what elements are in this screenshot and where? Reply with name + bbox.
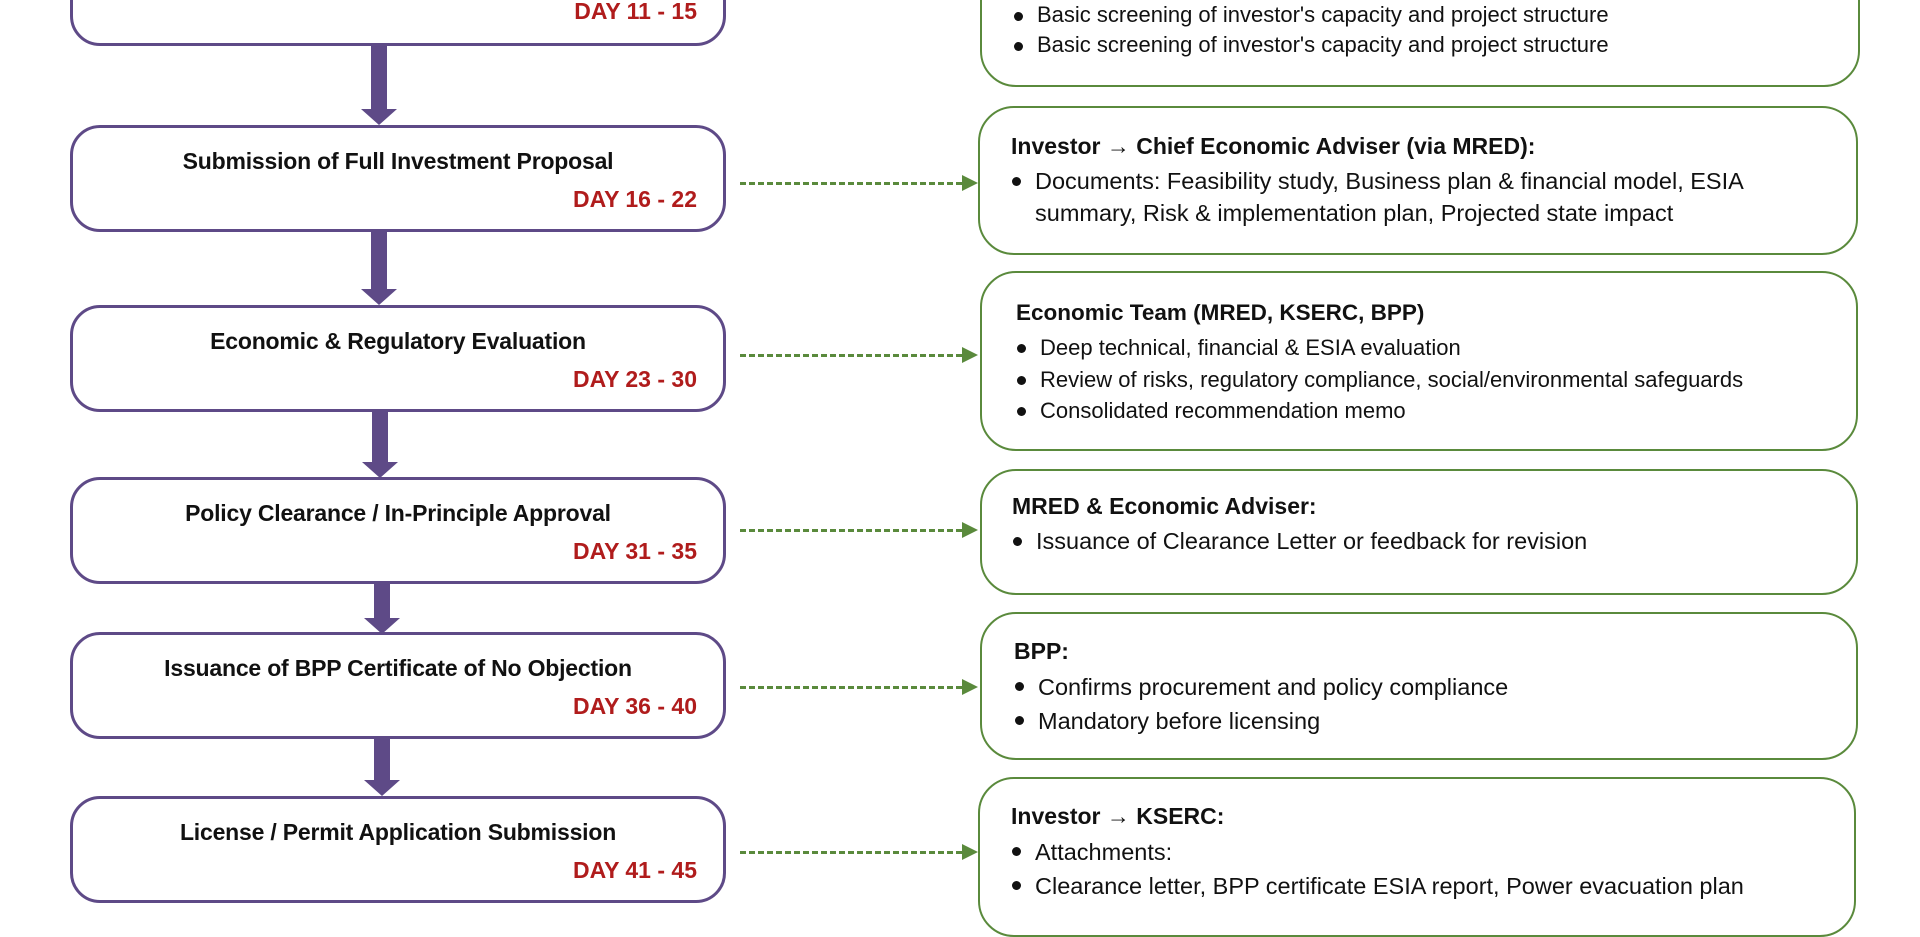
step-box-policy-clearance: Policy Clearance / In-Principle Approval… <box>70 477 726 584</box>
detail-bullet: Documents: Feasibility study, Business p… <box>1011 165 1828 229</box>
step-box-full-investment-proposal: Submission of Full Investment Proposal D… <box>70 125 726 232</box>
detail-bullets: Deep technical, financial & ESIA evaluat… <box>1016 332 1828 427</box>
down-arrow-connector <box>362 412 398 478</box>
step-day-range: DAY 31 - 35 <box>572 538 697 564</box>
step-box-license-application: License / Permit Application Submission … <box>70 796 726 903</box>
step-day-range: DAY 11 - 15 <box>574 0 697 24</box>
detail-bullets: Attachments: Clearance letter, BPP certi… <box>1011 835 1826 903</box>
detail-bullet: Basic screening of investor's capacity a… <box>1013 0 1830 30</box>
step-day-range: DAY 16 - 22 <box>572 186 697 212</box>
detail-box-economic-evaluation: Economic Team (MRED, KSERC, BPP) Deep te… <box>980 271 1858 451</box>
step-title: License / Permit Application Submission <box>179 819 617 845</box>
down-arrow-connector <box>361 46 397 125</box>
step-day-range: DAY 23 - 30 <box>572 366 697 392</box>
detail-box-policy-clearance: MRED & Economic Adviser: Issuance of Cle… <box>980 469 1858 595</box>
dashed-arrow-connector <box>740 844 978 860</box>
detail-bullets: Issuance of Clearance Letter or feedback… <box>1012 525 1828 557</box>
detail-box-screening: Basic screening of investor's capacity a… <box>980 0 1860 87</box>
process-flowchart: DAY 11 - 15 Submission of Full Investmen… <box>70 0 1860 937</box>
detail-heading: BPP: <box>1014 638 1069 664</box>
detail-bullet: Confirms procurement and policy complian… <box>1014 670 1828 704</box>
step-title: Issuance of BPP Certificate of No Object… <box>164 655 632 681</box>
detail-box-full-investment-proposal: Investor → Chief Economic Adviser (via M… <box>978 106 1858 255</box>
dashed-arrow-connector <box>740 347 978 363</box>
step-title: Policy Clearance / In-Principle Approval <box>185 500 611 526</box>
detail-bullet: Attachments: <box>1011 835 1826 869</box>
step-title: Economic & Regulatory Evaluation <box>210 328 586 354</box>
detail-box-bpp-certificate: BPP: Confirms procurement and policy com… <box>980 612 1858 760</box>
dashed-arrow-connector <box>740 522 978 538</box>
dashed-arrow-connector <box>740 679 978 695</box>
detail-bullets: Basic screening of investor's capacity a… <box>1013 0 1830 60</box>
dashed-arrow-connector <box>740 175 978 191</box>
detail-heading: Economic Team (MRED, KSERC, BPP) <box>1016 300 1425 325</box>
step-box-economic-evaluation: Economic & Regulatory Evaluation DAY 23 … <box>70 305 726 412</box>
detail-heading: MRED & Economic Adviser: <box>1012 493 1317 519</box>
detail-bullet: Deep technical, financial & ESIA evaluat… <box>1016 332 1828 364</box>
detail-bullet: Clearance letter, BPP certificate ESIA r… <box>1011 869 1826 903</box>
detail-box-license-application: Investor → KSERC: Attachments: Clearance… <box>978 777 1856 937</box>
detail-bullet: Issuance of Clearance Letter or feedback… <box>1012 525 1828 557</box>
step-box-bpp-certificate: Issuance of BPP Certificate of No Object… <box>70 632 726 739</box>
detail-bullets: Confirms procurement and policy complian… <box>1014 670 1828 738</box>
detail-bullet: Mandatory before licensing <box>1014 704 1828 738</box>
detail-heading: Investor → KSERC: <box>1011 803 1225 829</box>
step-day-range: DAY 41 - 45 <box>572 857 697 883</box>
detail-bullet: Basic screening of investor's capacity a… <box>1013 30 1830 60</box>
detail-bullets: Documents: Feasibility study, Business p… <box>1011 165 1828 229</box>
step-title: Submission of Full Investment Proposal <box>182 148 614 174</box>
step-day-range: DAY 36 - 40 <box>572 693 697 719</box>
detail-bullet: Review of risks, regulatory compliance, … <box>1016 364 1828 396</box>
detail-bullet: Consolidated recommendation memo <box>1016 395 1828 427</box>
down-arrow-connector <box>361 232 397 305</box>
down-arrow-connector <box>364 581 400 634</box>
detail-heading: Investor → Chief Economic Adviser (via M… <box>1011 133 1536 159</box>
step-box-screening: DAY 11 - 15 <box>70 0 726 46</box>
down-arrow-connector <box>364 738 400 796</box>
